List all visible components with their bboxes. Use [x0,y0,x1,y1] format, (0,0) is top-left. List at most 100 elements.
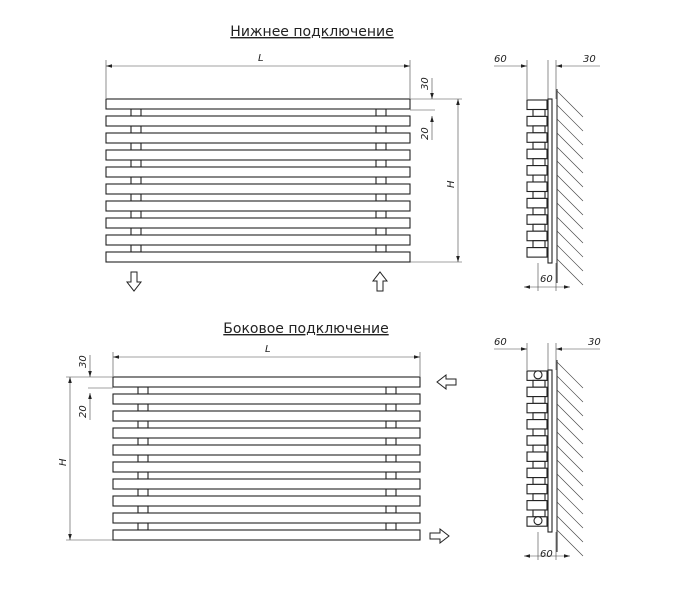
top-offset-label: 30 [78,355,89,368]
connector-section [532,509,546,518]
connector-section [532,412,546,421]
length-label: L [258,53,264,64]
connector-section [532,477,546,485]
connector [385,505,397,514]
wall-hatch [556,174,584,202]
outlet-arrow-icon [429,527,450,545]
bar-section [526,132,548,143]
bar-section [526,451,548,462]
bar-section [526,148,548,160]
connector-section [532,379,546,388]
inlet-arrow-icon [371,271,389,292]
connector-section [532,174,546,183]
connector [375,176,387,185]
front-view-bottom: L 30 20 H [105,53,462,292]
connector [137,505,149,514]
bar-section [526,483,548,495]
wall-hatch [556,202,584,230]
connector [375,244,387,253]
height-label: H [446,180,457,188]
radiator-bar [112,376,421,388]
connector [375,227,387,236]
wall-hatch [556,473,584,501]
connector [385,488,397,497]
wall-hatch [556,515,584,543]
radiator-bar [112,444,421,456]
depth-label: 60 [494,337,507,348]
radiator-bar [112,461,421,473]
bar-section [526,419,548,430]
radiator-bar [112,410,421,422]
connector [385,420,397,429]
inlet-arrow-icon [436,373,457,391]
radiator-bar [112,512,421,524]
connector-section [532,493,546,502]
connector [385,403,397,412]
bar-section [526,181,548,193]
radiator-bar [105,149,411,161]
connector-section [532,207,546,216]
port-icon [533,370,543,380]
radiator-bar [112,478,421,490]
front-view-side: L 30 20 H [58,344,457,545]
connector [375,125,387,134]
wall-hatch [556,160,584,188]
radiator-bar [105,251,411,263]
wall-hatch [556,403,584,431]
connector [385,386,397,395]
connector-section [532,158,546,167]
connector-section [532,396,546,404]
depth-label: 60 [494,54,507,65]
bottom-connection-title: Нижнее подключение [230,24,393,40]
mount-plate [547,369,553,533]
top-offset-label: 30 [420,77,431,90]
radiator-bar [105,183,411,195]
connector-section [532,190,546,199]
radiator-bar [112,393,421,405]
connector [137,420,149,429]
connector [137,488,149,497]
spacing-label: 20 [420,127,431,140]
bracket-label: 60 [540,274,553,285]
connector [130,227,142,236]
bar-section [526,247,548,258]
connector [130,176,142,185]
radiator-bar [112,495,421,507]
bar-section [526,197,548,209]
connector [375,159,387,168]
wall-hatch [556,258,584,286]
wall-hatch [556,90,584,118]
bar-section [526,402,548,414]
radiator-bar [112,427,421,439]
bar-section [526,230,548,242]
connector-section [532,460,546,469]
connector [385,437,397,446]
side-connection-title: Боковое подключение [223,321,388,337]
bar-section [526,500,548,511]
bar-section [526,435,548,446]
wall-hatch [556,389,584,417]
connector [130,125,142,134]
connector [130,159,142,168]
wall-hatch [556,529,584,557]
wall-hatch [556,375,584,403]
wall-hatch [556,417,584,445]
wall-hatch [556,459,584,487]
connector [375,193,387,202]
connector-section [532,223,546,232]
wall-hatch [556,118,584,146]
radiator-bar [105,115,411,127]
connector [137,454,149,463]
connector-section [532,428,546,437]
bracket-label: 60 [540,549,553,560]
connector [375,210,387,219]
connector-section [532,240,546,249]
connector [130,244,142,253]
port-icon [533,516,543,526]
bar-section [526,467,548,479]
bar-section [526,386,548,398]
bar-section [526,99,548,111]
connector-section [532,125,546,134]
